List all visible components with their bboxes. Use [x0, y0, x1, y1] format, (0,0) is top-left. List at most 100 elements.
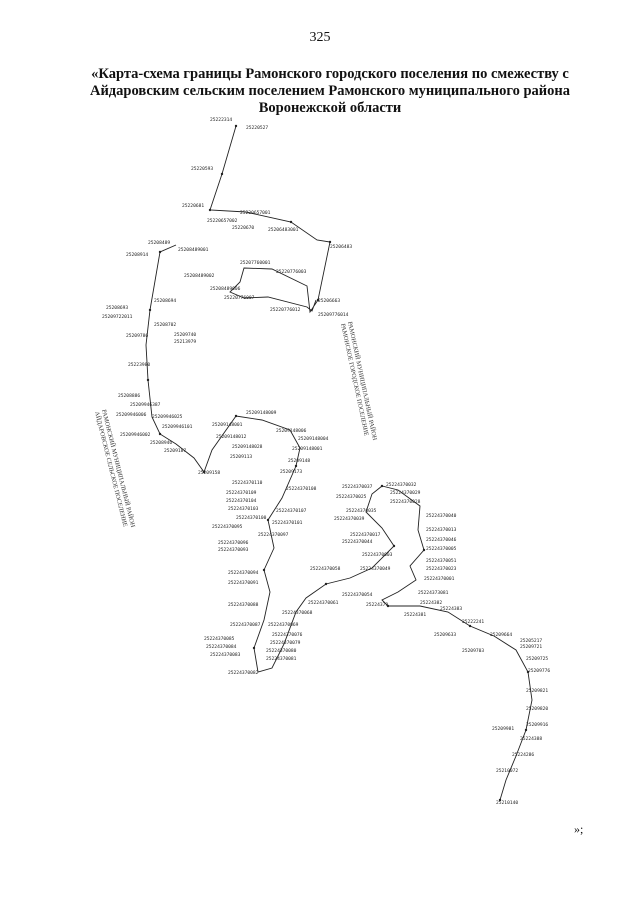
point-label: 25224370040 [426, 513, 457, 519]
point-label: 25209113 [230, 454, 252, 460]
point-label: 25224370088 [228, 602, 259, 608]
point-label: 25220657001 [240, 210, 271, 216]
boundary-line-upper-2 [145, 244, 301, 473]
point-label: 25224370081 [266, 656, 297, 662]
point-label: 25223980 [128, 362, 150, 368]
point-label: 25208694 [154, 298, 176, 304]
point-label: 25209633 [434, 632, 456, 638]
point-label: 25209703 [462, 648, 484, 654]
point-label: 25209946002 [120, 432, 151, 438]
point-label: 25224370039 [334, 516, 365, 522]
point-label: 25209148028 [232, 444, 263, 450]
boundary-lines [145, 125, 533, 801]
point-label: 25224370082 [228, 670, 259, 676]
point-label: 25224370032 [386, 482, 417, 488]
point-label: 25206663 [318, 298, 340, 304]
point-label: 25209158 [198, 470, 220, 476]
point-label: 25209148 [288, 458, 310, 464]
point-label: 25224370069 [268, 622, 299, 628]
boundary-line-lower [388, 605, 533, 801]
point-label: 25220776003 [276, 269, 307, 275]
point-label: 25224370035 [346, 508, 377, 514]
point-label: 25224370003 [362, 552, 393, 558]
point-label: 25210072 [496, 768, 518, 774]
point-label: 25209776 [528, 668, 550, 674]
point-label: 25224370083 [210, 652, 241, 658]
point-label: 25224370037 [342, 484, 373, 490]
point-label: 25224370107 [276, 508, 307, 514]
point-label: 25209740 [174, 332, 196, 338]
point-label: 25210140 [496, 800, 518, 806]
point-label: 25220681 [182, 203, 204, 209]
point-label: 25208489001 [178, 247, 209, 253]
point-label: 25224370097 [258, 532, 289, 538]
point-label: 25208702 [154, 322, 176, 328]
point-label: 25209148012 [216, 434, 247, 440]
point-label: 25224370080 [266, 648, 297, 654]
point-label: 25224370061 [308, 600, 339, 606]
title-line-2: Айдаровским сельским поселением Рамонско… [89, 83, 571, 99]
point-label: 25224370079 [270, 640, 301, 646]
point-label: 25208489006 [210, 286, 241, 292]
boundary-line-upper [209, 125, 331, 314]
point-label: 25209946387 [130, 402, 161, 408]
point-label: 25224388 [520, 736, 542, 742]
point-label: 25209776014 [318, 312, 349, 318]
map-title: «Карта-схема границы Рамонского городско… [60, 66, 600, 117]
point-label: 25224370046 [426, 537, 457, 543]
point-label: 25206483 [330, 244, 352, 250]
point-label: 25209721 [520, 644, 542, 650]
point-label: 25206483001 [268, 227, 299, 233]
point-label: 25224370110 [232, 480, 263, 486]
point-label: 25208489002 [184, 273, 215, 279]
page-number: 325 [309, 30, 331, 45]
point-label: 25209148009 [246, 410, 277, 416]
point-label: 25224382 [420, 600, 442, 606]
point-label: 25224370084 [206, 644, 237, 650]
title-line-1: «Карта-схема границы Рамонского городско… [91, 66, 569, 82]
point-label: 25205217 [520, 638, 542, 644]
point-label: 25224370058 [310, 566, 341, 572]
point-label: 25209821 [526, 688, 548, 694]
point-label: 25224370093 [218, 547, 249, 553]
point-label: 25224370049 [360, 566, 391, 572]
point-label: 25208946 [150, 440, 172, 446]
point-label: 25224381 [404, 612, 426, 618]
point-label: 25224370103 [228, 506, 259, 512]
point-label: 25224370051 [426, 558, 457, 564]
point-label: 25209786 [126, 333, 148, 339]
point-label: 25224370100 [236, 515, 267, 521]
point-label: 25209981 [492, 726, 514, 732]
point-label: 25224370094 [228, 570, 259, 576]
point-label: 25224370109 [226, 490, 257, 496]
point-label: 25224370017 [350, 532, 381, 538]
point-label: 25224370013 [426, 527, 457, 533]
point-label: 25209946025 [152, 414, 183, 420]
point-label: 25224370005 [426, 546, 457, 552]
point-label: 25207760001 [240, 260, 271, 266]
boundary-points [146, 124, 530, 802]
point-label: 25222241 [462, 619, 484, 625]
point-label: 25224370085 [204, 636, 235, 642]
point-label: 25224383 [440, 606, 462, 612]
point-label: 25209916 [526, 722, 548, 728]
point-label: 25220593 [191, 166, 213, 172]
point-label: 25209148004 [298, 436, 329, 442]
point-label: 25209148001 [292, 446, 323, 452]
point-label: 25224370101 [272, 520, 303, 526]
point-label: 25220657002 [207, 218, 238, 224]
point-label: 25209725 [526, 656, 548, 662]
point-label: 25208914 [126, 252, 148, 258]
point-label: 25224286 [512, 752, 534, 758]
point-label: 25224370076 [272, 632, 303, 638]
point-label: 25208886 [118, 393, 140, 399]
point-label: 25220776007 [224, 295, 255, 301]
point-label: 25209946101 [162, 424, 193, 430]
point-label: 25220776012 [270, 307, 301, 313]
point-label: 25224370104 [226, 498, 257, 504]
point-label: 25220670 [232, 225, 254, 231]
closing-quote: »; [574, 822, 584, 836]
point-label: 25224370095 [212, 524, 243, 530]
point-label: 25209946006 [116, 412, 147, 418]
